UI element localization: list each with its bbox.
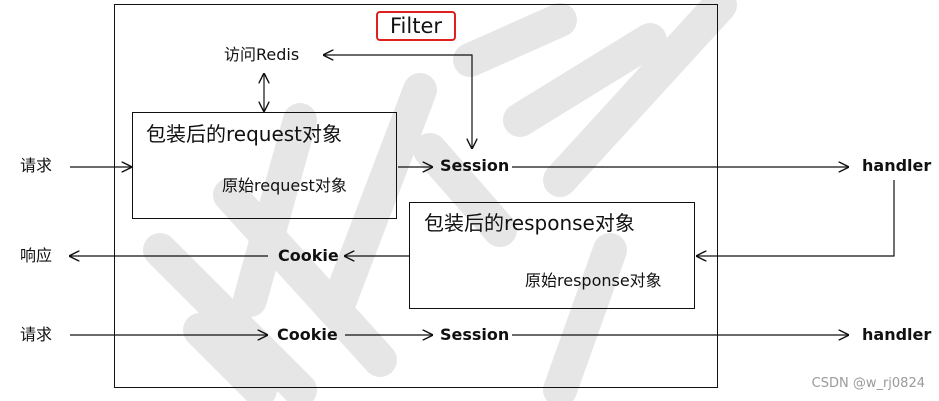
- wrapped-request-title: 包装后的request对象: [146, 122, 343, 146]
- row3-cookie-label: Cookie: [277, 325, 338, 344]
- wrapped-response-box: [409, 202, 695, 309]
- source-credit: CSDN @w_rj0824: [811, 376, 925, 391]
- row3-request-label: 请求: [20, 325, 53, 344]
- filter-title: Filter: [376, 11, 456, 41]
- original-response-label: 原始response对象: [525, 271, 662, 290]
- row1-handler-label: handler: [862, 156, 932, 175]
- wrapped-response-title: 包装后的response对象: [424, 211, 635, 235]
- wrapped-request-box: [132, 112, 397, 219]
- redis-label: 访问Redis: [224, 45, 300, 64]
- original-request-label: 原始request对象: [222, 176, 347, 195]
- filter-frame: [114, 4, 718, 388]
- row2-cookie-label: Cookie: [278, 246, 339, 265]
- row1-request-label: 请求: [20, 156, 53, 175]
- row1-session-label: Session: [440, 156, 510, 175]
- row3-handler-label: handler: [862, 325, 932, 344]
- row3-session-label: Session: [440, 325, 510, 344]
- row2-response-label: 响应: [20, 246, 53, 265]
